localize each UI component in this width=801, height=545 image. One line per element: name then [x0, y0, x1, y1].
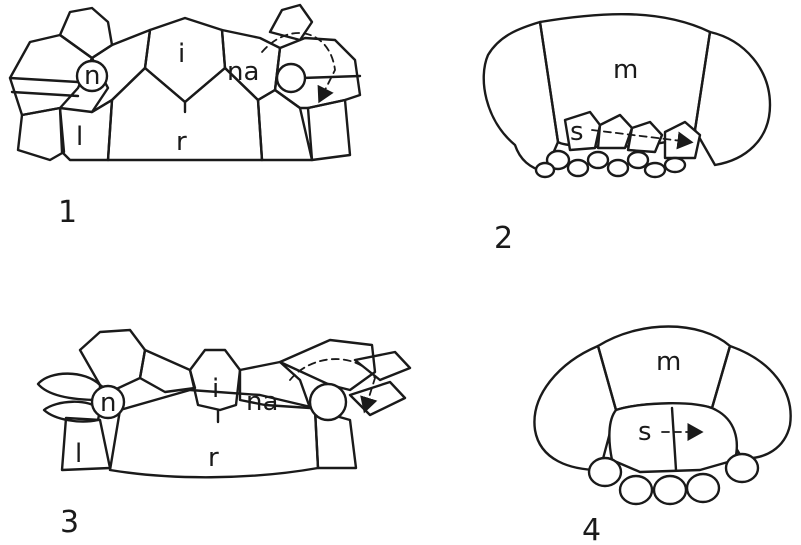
p3-label-l: l	[75, 439, 82, 469]
panel-2-diagram: m s	[484, 14, 770, 177]
p2-cell-left	[484, 22, 558, 172]
p4-pebble	[620, 476, 652, 504]
p3-label-r: r	[208, 443, 219, 473]
p3-cell-left-top	[80, 330, 145, 392]
p1-divider-1	[10, 78, 78, 82]
p3-nucleus-right	[310, 384, 346, 420]
p1-cell-left-bottom	[18, 108, 64, 160]
panel-3-diagram: n i na l r	[38, 330, 410, 477]
figure-number-3: 3	[60, 505, 79, 540]
p1-label-i: i	[178, 39, 185, 69]
p2-cell-right	[695, 32, 770, 165]
p2-label-s: s	[570, 117, 584, 147]
p2-pebble	[665, 158, 685, 172]
p2-pebble	[628, 152, 648, 168]
p3-petal-left-1	[38, 374, 100, 400]
p1-label-n: n	[84, 61, 100, 91]
figure-number-2: 2	[494, 221, 513, 256]
panel-4-diagram: m s	[534, 327, 790, 505]
p1-label-r: r	[176, 127, 187, 157]
p3-label-n: n	[100, 388, 116, 418]
p4-label-s: s	[638, 417, 652, 447]
p3-cell-left-mid	[140, 350, 195, 392]
p3-cell-l	[62, 418, 110, 470]
p4-pebble	[589, 458, 621, 486]
p4-pebble	[687, 474, 719, 502]
p2-pebble	[568, 160, 588, 176]
p3-petal-right-2	[350, 382, 405, 415]
panel-1-diagram: n i na l r	[10, 5, 360, 160]
p4-pebble	[726, 454, 758, 482]
p1-label-na: na	[227, 57, 259, 87]
p4-label-m: m	[656, 347, 681, 377]
p1-cell-right-bottom-2	[308, 100, 350, 160]
p2-label-m: m	[613, 55, 638, 85]
figure-number-1: 1	[58, 195, 77, 230]
p2-pebble	[588, 152, 608, 168]
p1-nucleus-right	[277, 64, 305, 92]
p2-pebble	[608, 160, 628, 176]
p1-cell-l	[60, 100, 112, 160]
p1-label-l: l	[76, 122, 83, 152]
p1-cell-right-petal	[270, 5, 312, 40]
p3-petal-right-1	[355, 352, 410, 380]
p2-pebble	[645, 163, 665, 177]
p1-divider-2	[12, 92, 78, 96]
p3-label-i: i	[212, 374, 219, 404]
p2-pebble	[536, 163, 554, 177]
figure-number-4: 4	[582, 513, 601, 545]
p4-pebble	[654, 476, 686, 504]
p1-cell-right-bottom-1	[258, 90, 312, 160]
p3-label-na: na	[246, 387, 278, 417]
